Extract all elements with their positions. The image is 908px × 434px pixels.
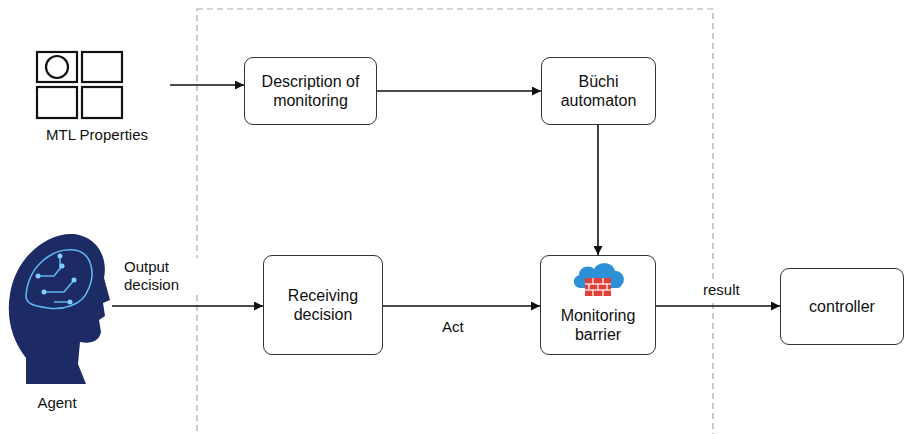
process-box: Monitoring barrier (540, 255, 656, 355)
mtl-properties-node: MTL Properties (24, 46, 170, 146)
dashed-region (197, 9, 713, 434)
agent-node: Agent (2, 222, 112, 414)
agent-head-icon (9, 234, 110, 384)
arrow-connector (377, 90, 541, 92)
process-box: controller (780, 268, 904, 345)
arrow-connector (656, 305, 780, 307)
arrow-connector (170, 84, 244, 86)
node-text: Description of monitoring (257, 72, 364, 110)
edge-label: result (701, 281, 742, 299)
arrow-connector (597, 125, 599, 255)
node-text: controller (809, 297, 875, 316)
process-box: Büchi automaton (541, 57, 656, 125)
edge-label: Output decision (122, 258, 206, 294)
process-box: Receiving decision (263, 255, 383, 355)
node-text: Receiving decision (276, 286, 370, 324)
arrow-connector (383, 305, 540, 307)
process-box: Description of monitoring (244, 57, 377, 125)
node-text: Agent (37, 394, 76, 412)
mtl-icon (37, 52, 122, 118)
node-text: Monitoring barrier (551, 306, 645, 344)
cloud-firewall-icon (574, 263, 624, 296)
edge-label: Act (440, 318, 466, 336)
node-text: Büchi automaton (554, 72, 643, 110)
arrow-connector (112, 305, 263, 307)
node-text: MTL Properties (46, 126, 148, 144)
